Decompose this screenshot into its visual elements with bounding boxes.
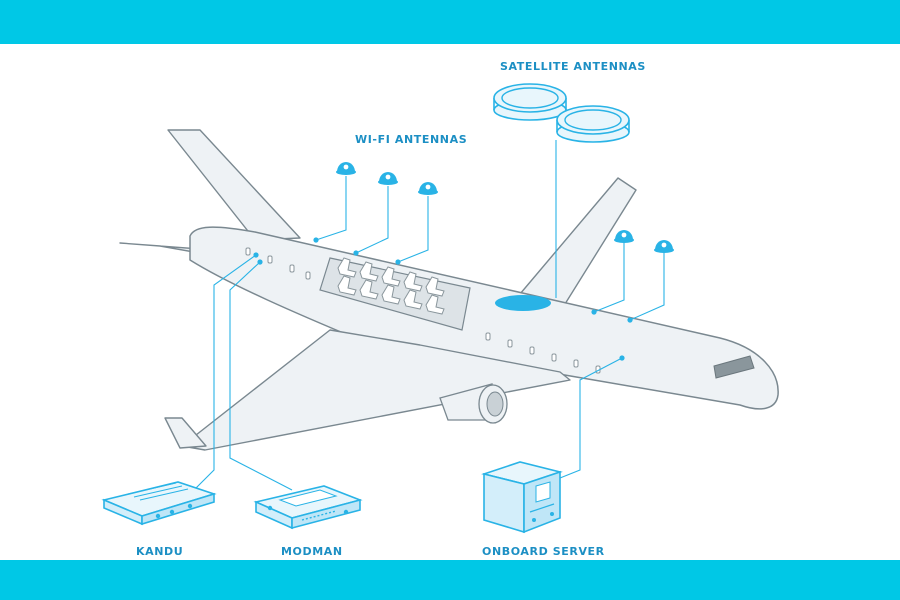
- cockpit-windows: [713, 355, 755, 379]
- passenger-window: [507, 339, 513, 348]
- satellite-antennas-label: SATELLITE ANTENNAS: [500, 60, 646, 73]
- cabin-seat: [403, 271, 423, 292]
- passenger-window: [305, 271, 311, 280]
- passenger-window: [289, 264, 295, 273]
- cabin-seat: [403, 289, 423, 310]
- winglet: [164, 417, 207, 449]
- near-wing: [181, 329, 571, 451]
- satellite-radome: [495, 295, 551, 311]
- wifi-antenna-icon: [336, 162, 356, 175]
- wifi-antenna-icon: [614, 230, 634, 243]
- wifi-antennas-label: WI-FI ANTENNAS: [355, 133, 468, 146]
- cabin-seat: [337, 275, 357, 296]
- passenger-window: [529, 346, 535, 355]
- satellite-antenna-left: [493, 83, 567, 121]
- cabin-cutaway: [319, 257, 471, 331]
- leader-lines: [189, 140, 665, 495]
- bottom-color-band: [0, 560, 900, 600]
- passenger-window: [245, 247, 251, 256]
- cabin-seat: [381, 266, 401, 287]
- passenger-windows: [245, 247, 601, 374]
- connection-points: [253, 237, 633, 361]
- cabin-seat: [337, 257, 357, 278]
- passenger-window: [267, 255, 273, 264]
- onboard-server: [481, 461, 563, 534]
- modman-label: MODMAN: [281, 545, 343, 558]
- cabin-seat: [425, 276, 445, 297]
- onboard-server-label: ONBOARD SERVER: [482, 545, 605, 558]
- tail-fin: [167, 129, 301, 241]
- wifi-antenna-icon: [378, 172, 398, 185]
- wifi-antenna-icon: [654, 240, 674, 253]
- satellite-antenna-right: [556, 105, 630, 143]
- passenger-window: [485, 332, 491, 341]
- passenger-window: [573, 359, 579, 368]
- engine: [439, 383, 508, 424]
- cabin-seat: [381, 284, 401, 305]
- modman-device: [253, 485, 363, 530]
- kandu-device: [101, 481, 217, 526]
- aircraft-connectivity-diagram: [101, 83, 779, 534]
- wifi-antenna-icon: [418, 182, 438, 195]
- cabin-seat: [359, 261, 379, 282]
- cabin-seat: [425, 294, 445, 315]
- cabin-seat: [359, 279, 379, 300]
- passenger-window: [551, 353, 557, 362]
- kandu-label: KANDU: [136, 545, 184, 558]
- top-color-band: [0, 0, 900, 44]
